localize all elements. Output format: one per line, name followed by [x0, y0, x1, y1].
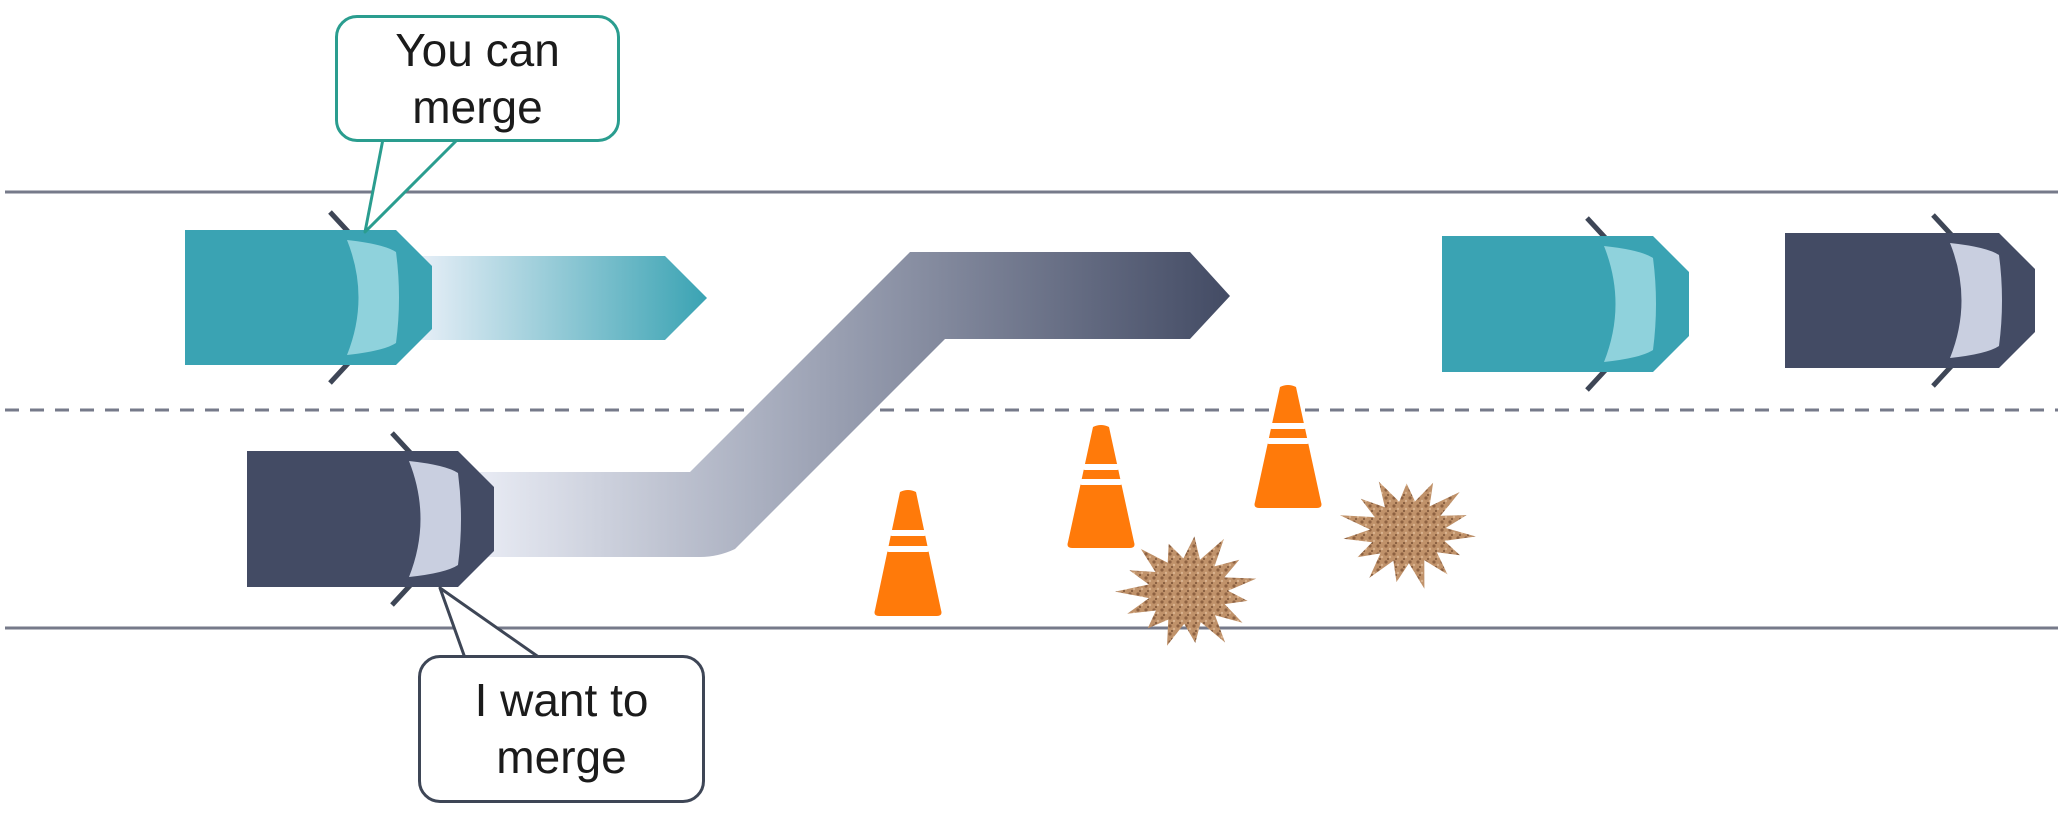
car-icon [1785, 213, 2035, 388]
car-icon [1442, 216, 1689, 392]
traffic-cone-icon [1254, 385, 1322, 508]
traffic-cone-icon [874, 490, 942, 616]
car-icon [185, 210, 432, 385]
callout-i-want-to-merge: I want to merge [418, 655, 705, 803]
debris-icon [1339, 481, 1476, 589]
car-icon [247, 431, 494, 607]
traffic-cone-icon [1067, 425, 1135, 548]
teal-lane-arrow [420, 256, 707, 340]
callout-pointer-bottom [438, 586, 542, 660]
merge-path-arrow [480, 252, 1230, 557]
debris-icon [1115, 536, 1257, 646]
callout-you-can-merge: You can merge [335, 15, 620, 142]
callout-pointer-top [363, 137, 460, 234]
